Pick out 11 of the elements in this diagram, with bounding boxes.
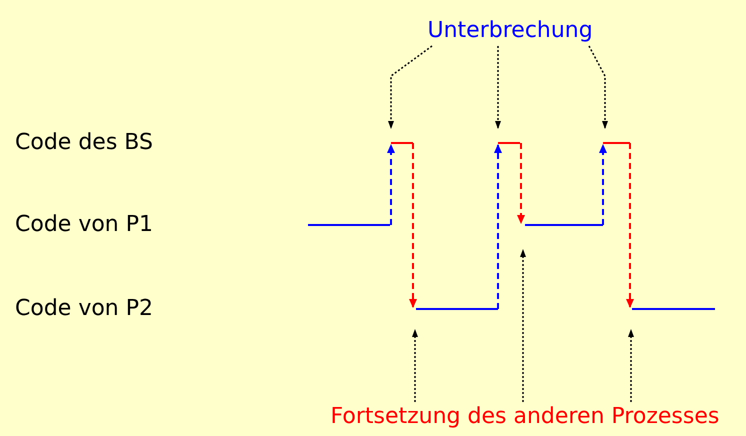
leader-arrow xyxy=(588,46,608,129)
leader-arrow xyxy=(495,46,501,129)
leader-arrow xyxy=(628,329,634,402)
row-label: Code des BS xyxy=(15,130,153,156)
row-label: Code von P1 xyxy=(15,212,153,238)
leader-arrow xyxy=(412,329,418,402)
row-label: Code von P2 xyxy=(15,296,153,322)
resume-label: Fortsetzung des anderen Prozesses xyxy=(330,404,720,430)
leader-arrow xyxy=(520,249,526,402)
interrupt-label: Unterbrechung xyxy=(428,18,593,44)
leader-arrow xyxy=(388,45,432,129)
